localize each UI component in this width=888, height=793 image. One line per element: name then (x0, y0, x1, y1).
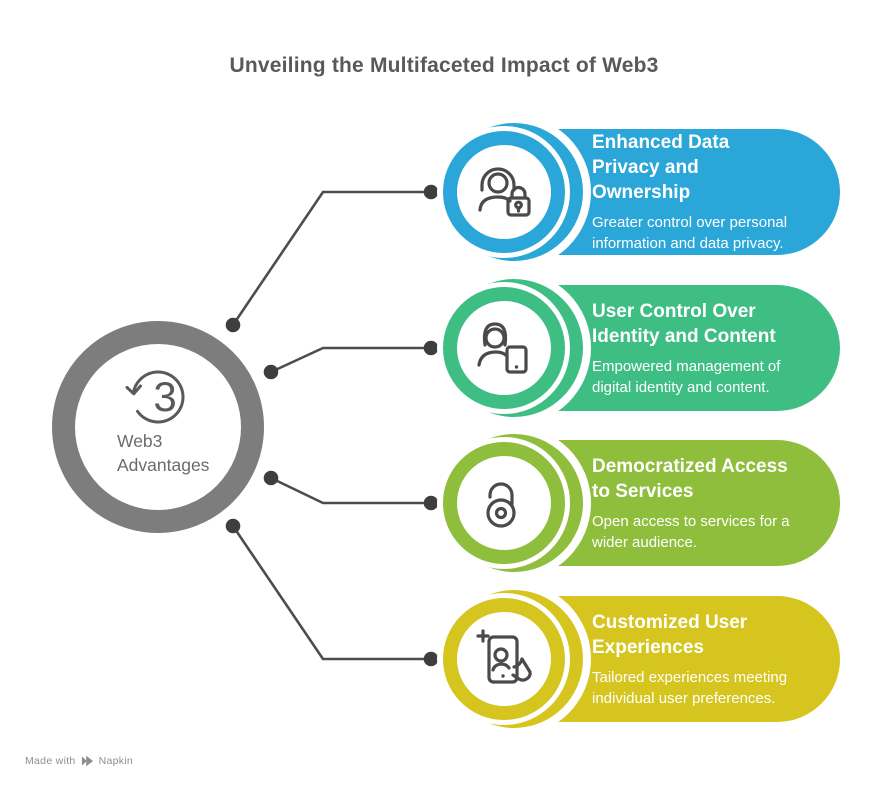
privacy-user-lock-icon (478, 167, 531, 217)
hub-circle: 3 Web3 Advantages (52, 321, 264, 533)
card-description: Greater control over personal informatio… (592, 214, 788, 252)
card-title: Customized User Experiences (592, 611, 748, 658)
card-description: Open access to services for a wider audi… (592, 512, 790, 551)
card-icon-circle (443, 131, 565, 253)
made-with-label: Made with (25, 755, 76, 767)
card-title: User Control Over Identity and Content (592, 300, 776, 347)
brand-label: Napkin (98, 755, 134, 767)
advantage-card-access: Democratized Access to Services Open acc… (437, 426, 840, 580)
personalization-phone-user-icon (476, 629, 532, 684)
svg-text:3: 3 (153, 373, 176, 420)
card-icon-circle (443, 442, 565, 564)
card-icon-circle (443, 598, 565, 720)
identity-user-tablet-icon (477, 322, 528, 374)
card-description: Empowered management of digital identity… (592, 357, 781, 396)
napkin-logo-icon (81, 755, 93, 767)
napkin-watermark: Made with Napkin (25, 755, 133, 767)
refresh-3-icon: 3 (125, 370, 185, 424)
open-lock-icon (486, 482, 516, 528)
card-description: Tailored experiences meeting individual … (592, 668, 788, 707)
advantage-card-privacy: Enhanced Data Privacy and Ownership Grea… (437, 115, 840, 269)
card-title: Democratized Access to Services (592, 455, 788, 502)
diagram-title: Unveiling the Multifaceted Impact of Web… (229, 54, 659, 77)
hub-label: Web3 Advantages (117, 431, 210, 475)
card-icon-circle (443, 287, 565, 409)
card-title: Enhanced Data Privacy and Ownership (592, 132, 730, 203)
advantage-card-customization: Customized User Experiences Tailored exp… (437, 582, 840, 736)
advantage-card-identity: User Control Over Identity and Content E… (437, 271, 840, 425)
